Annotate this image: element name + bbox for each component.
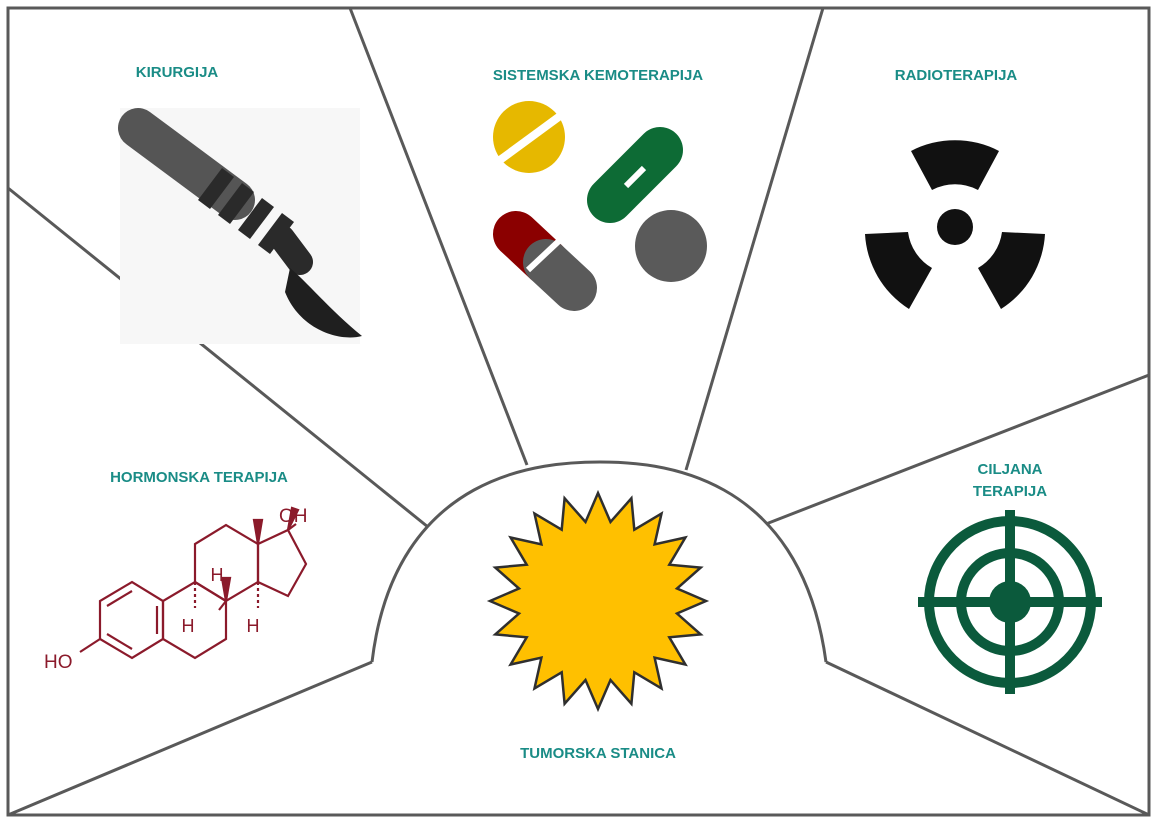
label-radiotherapy: RADIOTERAPIJA xyxy=(895,67,1018,84)
molecule-h-label-1: H xyxy=(211,565,224,585)
tumor-arc xyxy=(370,460,828,663)
molecule-ho-label: HO xyxy=(44,652,73,673)
molecule-h-label-2: H xyxy=(182,616,195,636)
label-surgery: KIRURGIJA xyxy=(136,64,219,81)
steroid-molecule-icon xyxy=(79,506,308,660)
label-targeted-line2: TERAPIJA xyxy=(973,483,1047,500)
divider-right-bottom xyxy=(825,660,1150,817)
divider-surgery-chemo xyxy=(348,7,529,466)
molecule-h-label-3: H xyxy=(247,616,260,636)
target-icon xyxy=(918,510,1102,694)
pills-icon xyxy=(493,101,707,311)
divider-left-top xyxy=(7,186,429,529)
label-chemotherapy: SISTEMSKA KEMOTERAPIJA xyxy=(493,67,703,84)
label-hormonal: HORMONSKA TERAPIJA xyxy=(110,469,288,486)
molecule-oh-label: OH xyxy=(279,506,308,527)
label-targeted-line1: CILJANA xyxy=(977,461,1042,478)
sector-dividers xyxy=(7,7,1150,817)
divider-chemo-radio xyxy=(684,7,825,471)
label-tumor-cell: TUMORSKA STANICA xyxy=(520,745,676,762)
tumor-cell-icon xyxy=(486,489,710,713)
divider-left-bottom xyxy=(7,660,373,817)
scalpel-icon xyxy=(118,108,362,344)
radiation-icon xyxy=(865,140,1045,309)
divider-right-top xyxy=(765,373,1150,526)
